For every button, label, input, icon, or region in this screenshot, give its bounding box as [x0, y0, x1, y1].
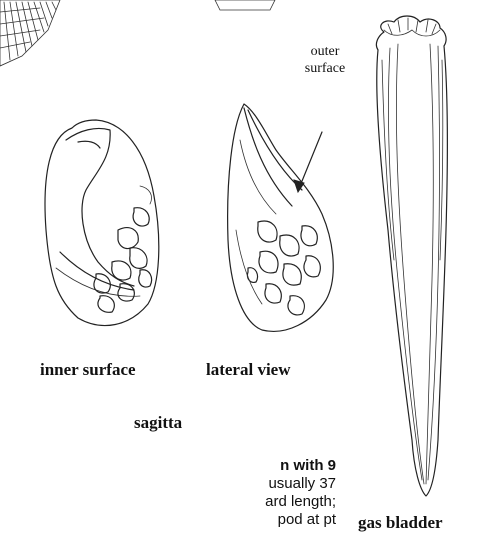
gas-bladder-label: gas bladder	[358, 513, 443, 533]
outer-surface-label-line2: surface	[290, 60, 360, 77]
sagitta-label: sagitta	[134, 413, 182, 433]
body-text-line-1: n with 9	[265, 457, 336, 475]
body-text-line-3: ard length;	[265, 493, 336, 511]
outer-surface-arrow	[294, 132, 322, 192]
body-text-fragment: n with 9 usually 37 ard length; pod at p…	[265, 457, 336, 529]
lateral-view-label: lateral view	[206, 360, 291, 380]
fin-fragment-illustration	[0, 0, 60, 66]
top-fragment-illustration	[215, 0, 275, 10]
inner-surface-label: inner surface	[40, 360, 136, 380]
sagitta-lateral-view-illustration	[228, 104, 334, 331]
outer-surface-label: outer surface	[290, 43, 360, 77]
body-text-line-4: pod at pt	[265, 511, 336, 529]
body-text-line-2: usually 37	[265, 475, 336, 493]
gas-bladder-illustration	[376, 16, 447, 496]
sagitta-inner-surface-illustration	[45, 120, 159, 326]
outer-surface-label-line1: outer	[290, 43, 360, 60]
